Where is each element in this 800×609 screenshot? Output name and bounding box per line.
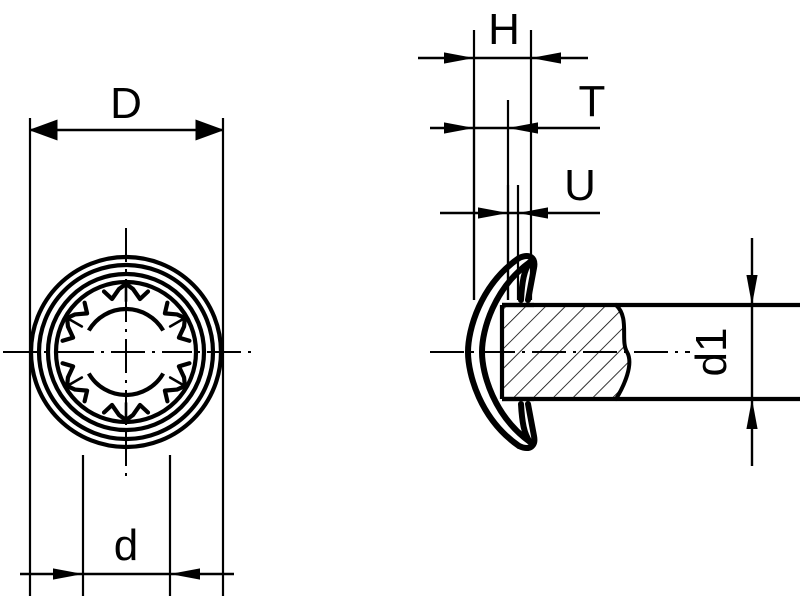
section-view-group: H T U xyxy=(418,5,800,466)
arrowhead-H-left xyxy=(444,52,474,64)
outer-circle xyxy=(28,254,224,450)
dimension-label-T: T xyxy=(579,77,606,126)
arrowhead-H-right xyxy=(531,52,561,64)
outer-circle-inner xyxy=(36,262,216,442)
gripping-prongs xyxy=(60,281,192,423)
dimension-label-d1: d1 xyxy=(687,328,736,377)
arrowhead-U-left xyxy=(478,207,508,219)
prong-lower-left xyxy=(60,361,90,404)
dimension-d: d xyxy=(20,521,234,580)
prong-upper-right xyxy=(162,300,192,343)
cap-outer-arc xyxy=(465,255,522,449)
middle-circle xyxy=(45,271,207,433)
cap-bottom-hook-inner xyxy=(518,401,533,445)
dimension-label-d: d xyxy=(114,521,138,570)
prong-lower-right xyxy=(162,361,192,404)
prong-upper-left xyxy=(60,300,90,343)
dimension-H: H xyxy=(418,5,588,64)
arrowhead-d-left xyxy=(53,568,83,580)
dimension-D: D xyxy=(28,79,225,141)
dimension-label-D: D xyxy=(110,79,142,128)
dimension-T: T xyxy=(430,77,605,134)
dimension-label-H: H xyxy=(488,5,520,54)
arrowhead-d1-bottom xyxy=(746,399,758,429)
arrowhead-d-right xyxy=(170,568,200,580)
dimension-label-U: U xyxy=(564,161,596,210)
cap-bottom-hook xyxy=(516,401,538,451)
cap-top-hook-inner xyxy=(518,259,533,303)
dimension-U: U xyxy=(440,161,600,219)
bore-centerlines xyxy=(60,288,192,418)
arrowhead-d1-top xyxy=(746,275,758,305)
arrowhead-T-left xyxy=(444,122,474,134)
arrowhead-T-right xyxy=(508,122,538,134)
bore-outline xyxy=(86,306,166,398)
front-view-group: D d xyxy=(3,79,252,596)
cap-hub-stubs xyxy=(502,302,534,402)
cap-top-hook xyxy=(516,253,538,303)
arrowhead-U-right xyxy=(518,207,548,219)
dimension-d1: d1 xyxy=(687,238,790,466)
